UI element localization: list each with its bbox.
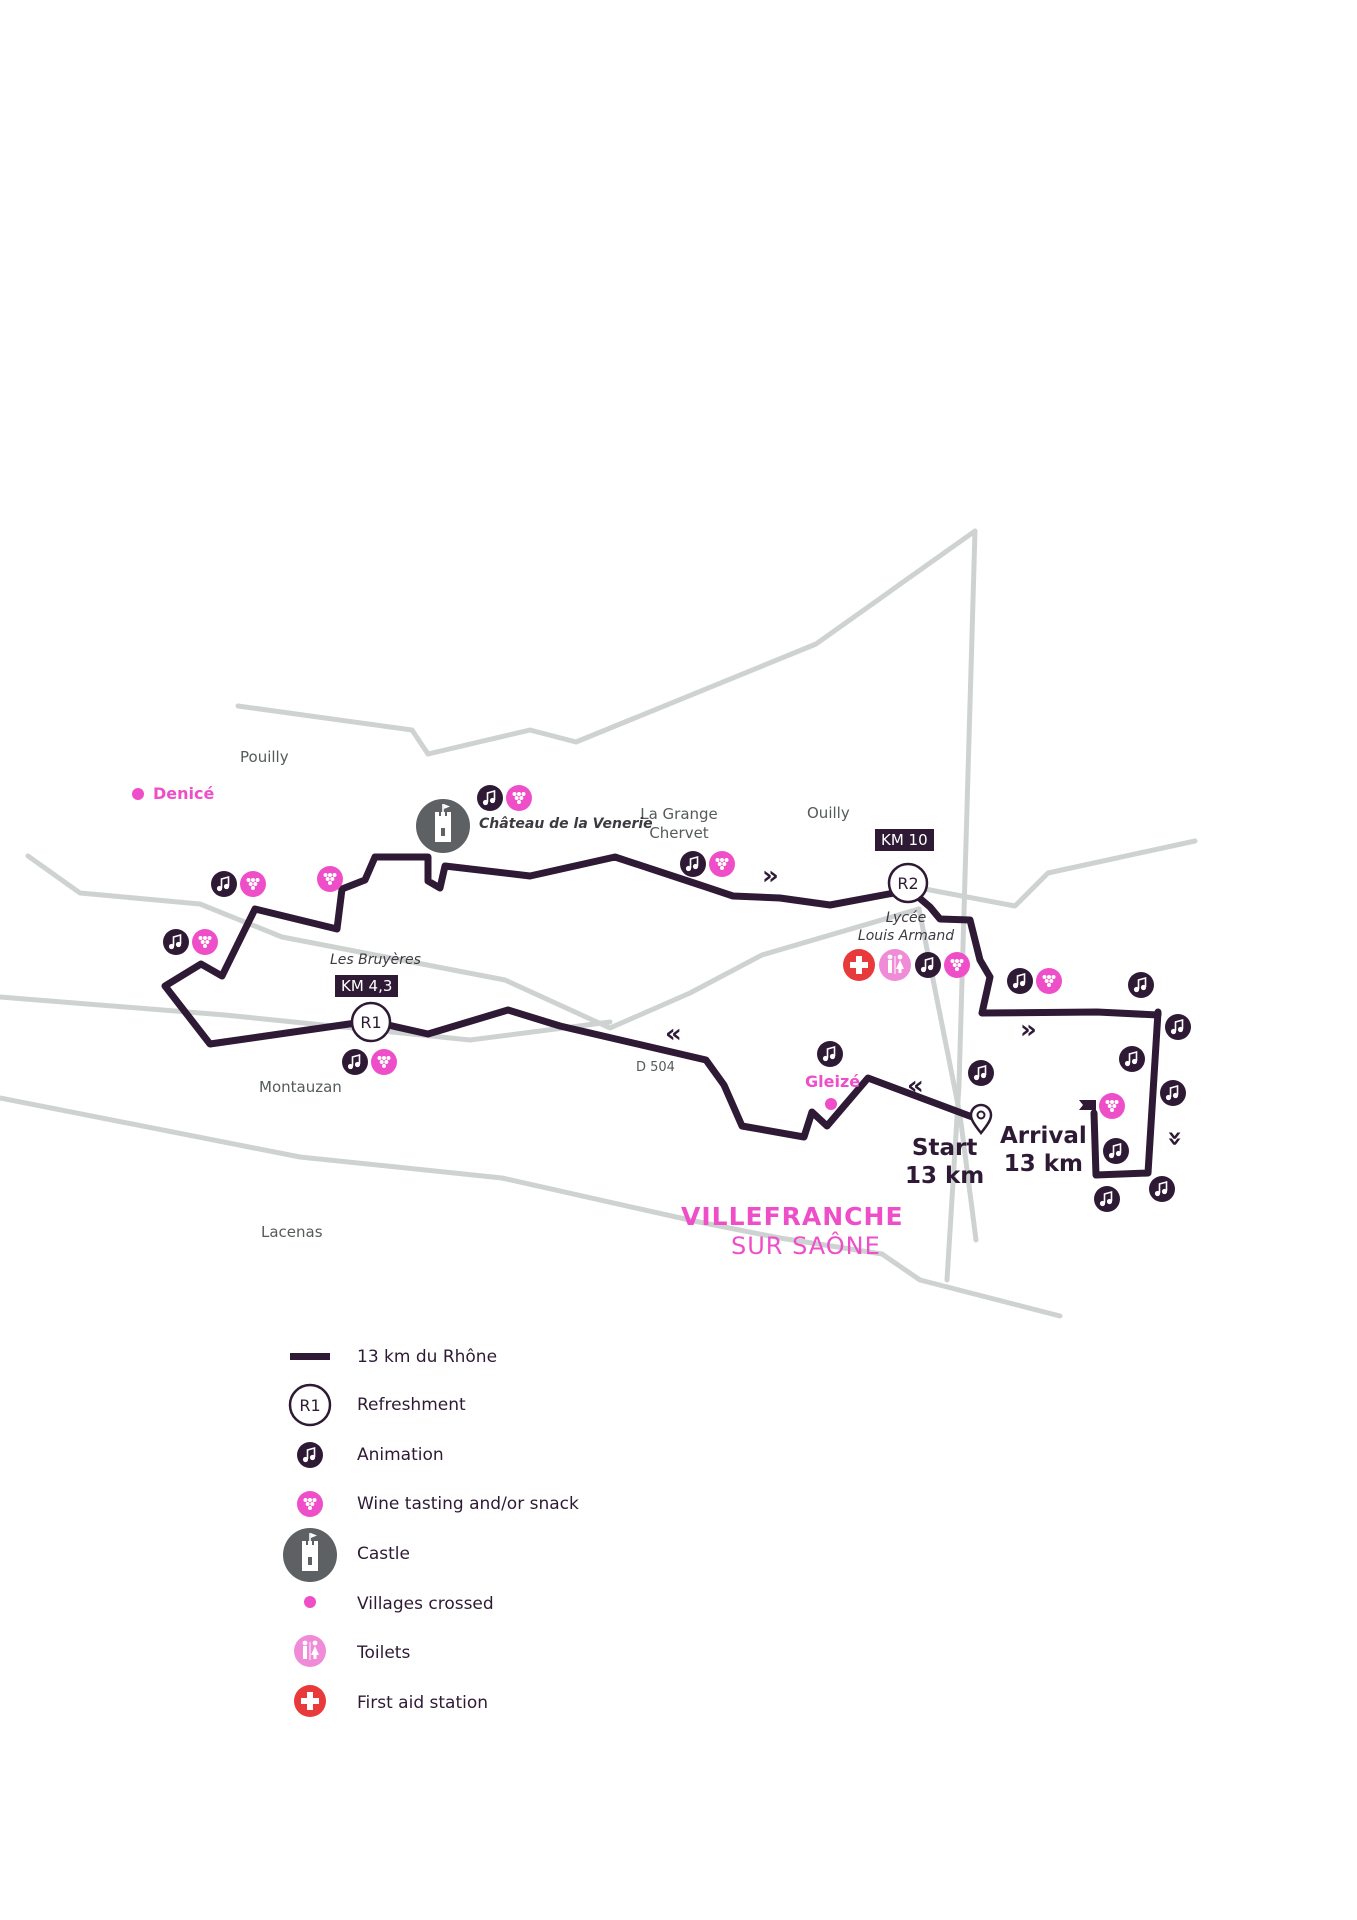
r2-name: Lycée Louis Armand	[857, 910, 955, 944]
village-dot	[132, 788, 144, 800]
grapes-icon	[1036, 968, 1062, 994]
music-note-icon	[679, 850, 707, 878]
village-denice: Denicé	[153, 784, 215, 803]
svg-text:R1: R1	[299, 1396, 320, 1415]
legend-refreshment-icon: R1	[288, 1383, 332, 1427]
music-note-icon	[1093, 1185, 1121, 1213]
legend-label-refreshment: Refreshment	[357, 1395, 466, 1415]
music-note-icon	[210, 870, 238, 898]
legend-symbols: R1	[283, 1353, 337, 1717]
music-note-icon	[1148, 1175, 1176, 1203]
music-note-icon	[967, 1059, 995, 1087]
music-note-icon	[1102, 1137, 1130, 1165]
direction-arrow: »	[1020, 1015, 1037, 1045]
finish-flag-icon	[1079, 1100, 1096, 1122]
legend-castle-icon	[283, 1528, 337, 1582]
legend-label-villages: Villages crossed	[357, 1594, 494, 1614]
start-pin-icon	[969, 1103, 993, 1136]
town-name: VILLEFRANCHE	[681, 1202, 904, 1231]
r1-name: Les Bruyères	[330, 952, 421, 968]
direction-arrows: » » « « »	[665, 861, 1190, 1147]
r2-km-badge: KM 10	[875, 829, 934, 851]
music-note-icon	[1159, 1079, 1187, 1107]
music-note-icon	[1164, 1013, 1192, 1041]
legend-first-aid-icon	[294, 1685, 326, 1717]
place-montauzan: Montauzan	[259, 1078, 342, 1096]
castle-icon	[416, 799, 470, 853]
village-gleize: Gleizé	[805, 1072, 861, 1091]
music-note-icon	[162, 928, 190, 956]
roads	[0, 528, 1198, 1319]
svg-text:R1: R1	[360, 1013, 381, 1032]
toilets-icon	[879, 949, 911, 981]
music-note-icon	[476, 784, 504, 812]
road-south	[0, 1095, 1063, 1319]
legend-label-wine: Wine tasting and/or snack	[357, 1494, 579, 1514]
village-dot	[825, 1098, 837, 1110]
grapes-icon	[506, 785, 532, 811]
place-ouilly: Ouilly	[807, 804, 850, 822]
legend-route-line	[290, 1353, 330, 1360]
legend-label-animation: Animation	[357, 1445, 444, 1465]
svg-text:R2: R2	[897, 874, 918, 893]
grapes-icon	[240, 871, 266, 897]
place-pouilly: Pouilly	[240, 748, 289, 766]
legend-label-first-aid: First aid station	[357, 1693, 489, 1713]
road-label-d504: D 504	[636, 1060, 675, 1075]
music-note-icon	[1127, 971, 1155, 999]
road-northeast	[922, 838, 1198, 909]
road-north	[235, 528, 978, 1283]
music-note-icon	[341, 1048, 369, 1076]
music-note-icon	[914, 951, 942, 979]
r1-km-badge: KM 4,3	[335, 975, 399, 997]
music-note-icon	[816, 1040, 844, 1068]
route-line	[161, 853, 1162, 1179]
legend-music-note-icon	[296, 1441, 324, 1469]
legend-grapes-icon	[297, 1491, 323, 1517]
legend-label-castle: Castle	[357, 1544, 410, 1564]
first-aid-icon	[843, 949, 875, 981]
arrival-label: Arrival 13 km	[1000, 1123, 1087, 1177]
grapes-icon	[709, 851, 735, 877]
music-note-icon	[1006, 967, 1034, 995]
castle-name: Château de la Venerie	[479, 816, 653, 832]
place-lacenas: Lacenas	[261, 1223, 323, 1241]
grapes-icon	[192, 929, 218, 955]
legend-village-dot	[304, 1596, 316, 1608]
direction-arrow: »	[1160, 1130, 1190, 1147]
legend-label-toilets: Toilets	[357, 1643, 411, 1663]
start-label: Start 13 km	[905, 1135, 985, 1189]
road-diagonal-left	[25, 853, 922, 1031]
grapes-icon	[1099, 1093, 1125, 1119]
refreshment-r1: R1	[350, 1001, 392, 1043]
music-note-icon	[1118, 1045, 1146, 1073]
legend-toilets-icon	[294, 1635, 326, 1667]
grapes-icon	[371, 1049, 397, 1075]
direction-arrow: «	[665, 1019, 682, 1049]
refreshment-r2: R2	[887, 862, 929, 904]
town-subtitle: SUR SAÔNE	[731, 1232, 881, 1260]
direction-arrow: «	[907, 1071, 924, 1101]
grapes-icon	[944, 952, 970, 978]
legend-label-route: 13 km du Rhône	[357, 1347, 498, 1367]
grapes-icon	[317, 866, 343, 892]
place-la-grange-chervet: La Grange Chervet	[640, 805, 718, 842]
direction-arrow: »	[762, 861, 779, 891]
